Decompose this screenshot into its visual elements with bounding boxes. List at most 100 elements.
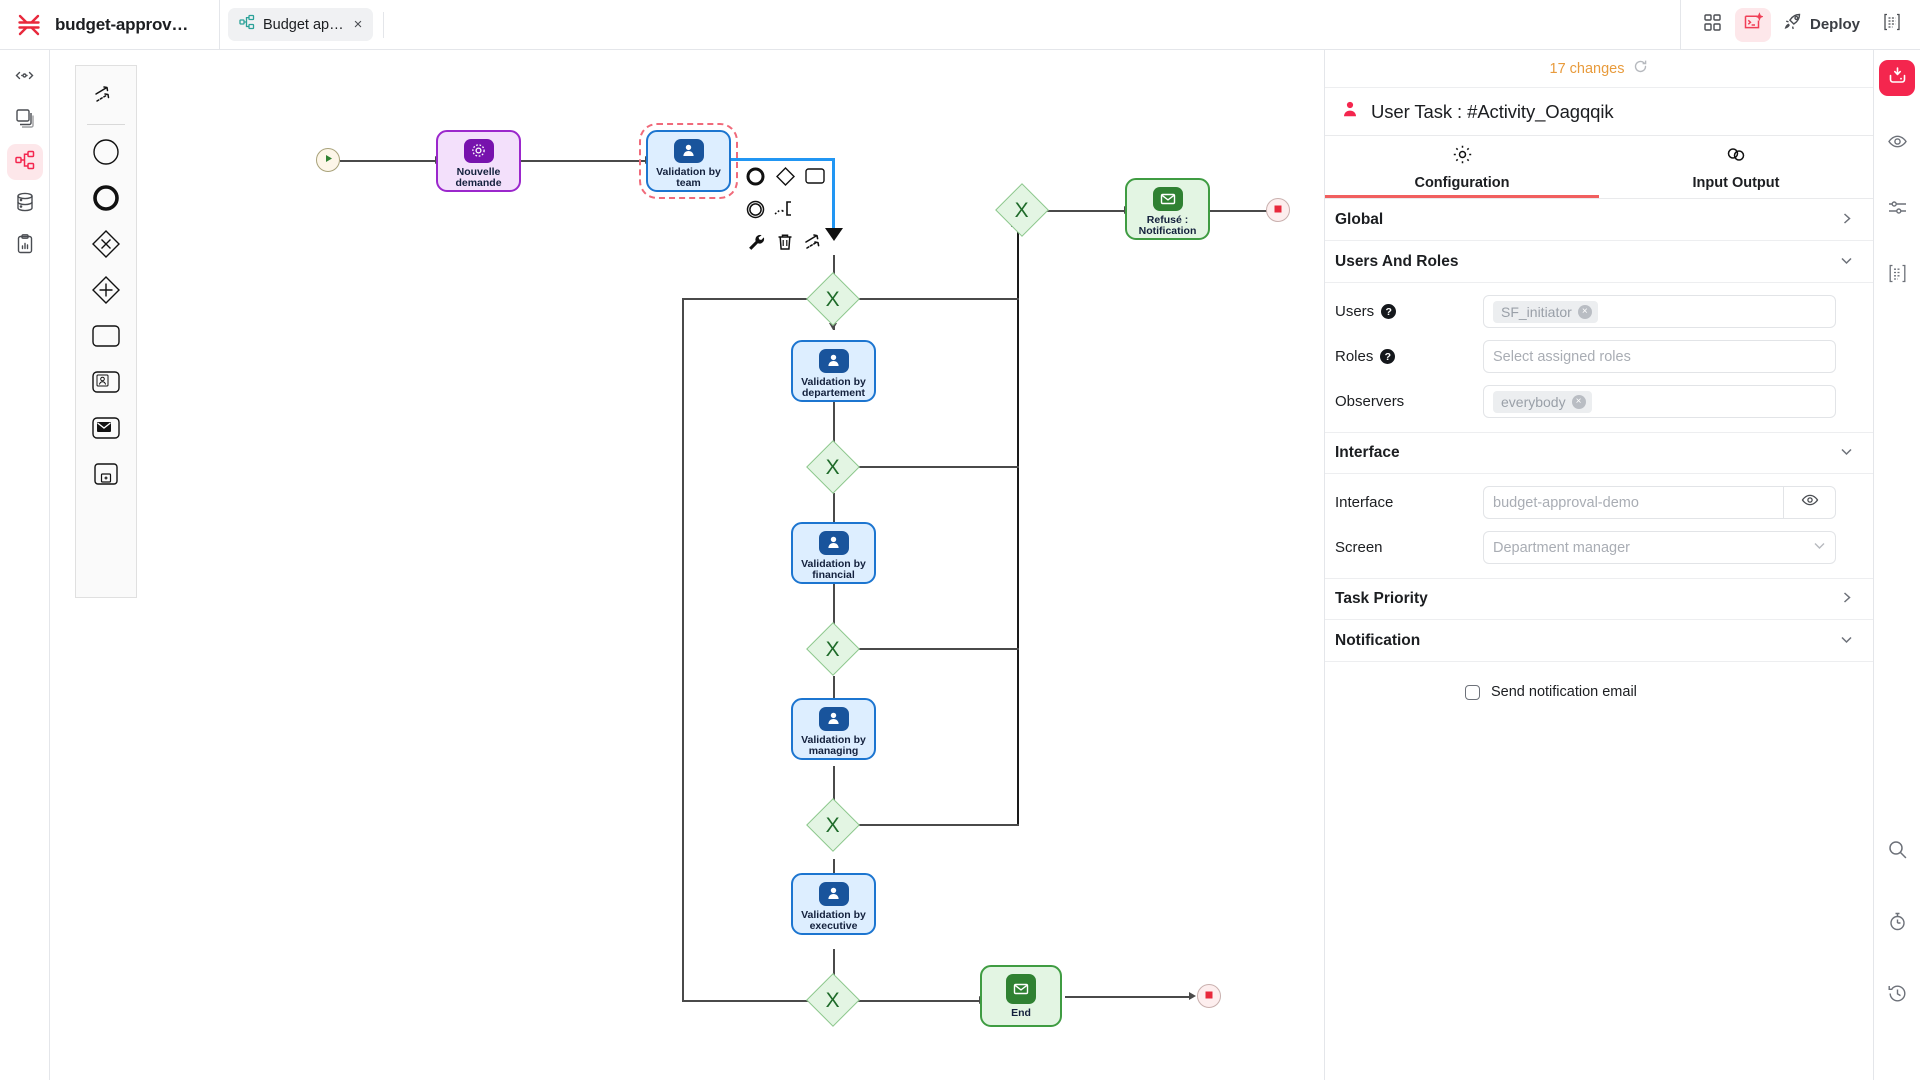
rail-save-button[interactable]	[1879, 60, 1915, 96]
connect-preview-arrow	[825, 228, 843, 241]
tab-configuration[interactable]: Configuration	[1325, 136, 1599, 198]
right-rail-bottom	[1879, 834, 1915, 1050]
apps-grid-button[interactable]	[1695, 8, 1731, 42]
section-notification[interactable]: Notification	[1325, 620, 1873, 662]
task-label: Refusé : Notification	[1138, 213, 1197, 238]
ctx-delete[interactable]	[770, 228, 800, 261]
screen-value: Department manager	[1493, 539, 1631, 556]
chip-sf-initiator: SF_initiator ×	[1493, 300, 1598, 323]
sidebar-item-process[interactable]	[6, 144, 43, 180]
interface-input[interactable]: budget-approval-demo	[1483, 486, 1784, 519]
tab-input-output[interactable]: Input Output	[1599, 136, 1873, 198]
task-validation-by-managing[interactable]: Validation by managing	[791, 698, 876, 760]
task-end[interactable]: End	[980, 965, 1062, 1027]
rail-timer-button[interactable]	[1879, 906, 1915, 942]
left-icon-rail	[0, 50, 50, 1080]
field-label: Screen	[1335, 539, 1383, 556]
section-global[interactable]: Global	[1325, 199, 1873, 241]
bpmn-canvas[interactable]: Nouvelle demande Validation by team	[50, 50, 1324, 1080]
ctx-append-task[interactable]	[800, 162, 830, 195]
rail-search-button[interactable]	[1879, 834, 1915, 870]
sliders-icon	[1887, 197, 1908, 223]
gateway-2[interactable]: X	[806, 622, 860, 676]
gateway-label: X	[825, 813, 841, 837]
palette-parallel-gateway[interactable]	[83, 269, 129, 315]
trash-icon	[775, 232, 795, 257]
circle-thick-icon	[745, 166, 766, 192]
task-validation-by-executive[interactable]: Validation by executive	[791, 873, 876, 935]
rail-settings-button[interactable]	[1879, 192, 1915, 228]
rail-preview-button[interactable]	[1879, 126, 1915, 162]
end-event-final[interactable]	[1197, 984, 1221, 1008]
user-task-icon	[91, 370, 121, 399]
observers-input[interactable]: everybody ×	[1483, 385, 1836, 418]
sidebar-item-layers[interactable]	[7, 102, 43, 138]
help-icon[interactable]: ?	[1380, 349, 1396, 364]
preview-interface-button[interactable]	[1784, 486, 1836, 519]
sidebar-item-reports[interactable]	[7, 228, 43, 264]
task-refuse-notification[interactable]: Refusé : Notification	[1125, 178, 1210, 240]
ctx-append-text-annotation[interactable]	[770, 195, 800, 228]
gateway-3[interactable]: X	[806, 798, 860, 852]
script-editor-button[interactable]	[1734, 7, 1771, 42]
chip-remove-icon[interactable]: ×	[1577, 304, 1592, 319]
close-icon[interactable]: ×	[353, 16, 363, 33]
gateway-4[interactable]: X	[806, 973, 860, 1027]
diamond-x-icon	[90, 228, 122, 265]
palette-end-event[interactable]	[83, 177, 129, 223]
palette-user-task[interactable]	[83, 361, 129, 407]
task-nouvelle-demande[interactable]: Nouvelle demande	[436, 130, 521, 192]
reject-branch-line	[850, 648, 1019, 650]
top-bar-actions: Deploy	[1679, 0, 1920, 50]
roles-input[interactable]: Select assigned roles	[1483, 340, 1836, 373]
screen-select[interactable]: Department manager	[1483, 531, 1836, 564]
gateway-refuse[interactable]: X	[995, 183, 1049, 237]
stop-icon	[1204, 987, 1214, 1005]
palette-start-event[interactable]	[83, 131, 129, 177]
gateway-top[interactable]: X	[806, 272, 860, 326]
sidebar-item-data[interactable]	[7, 186, 43, 222]
ctx-connect[interactable]	[800, 228, 830, 261]
rail-document-button[interactable]	[1879, 258, 1915, 294]
gateway-1[interactable]: X	[806, 440, 860, 494]
link-chain-icon	[1726, 144, 1747, 170]
sidebar-item-connectors[interactable]	[7, 60, 43, 96]
section-interface[interactable]: Interface	[1325, 432, 1873, 474]
documentation-button[interactable]	[1874, 8, 1910, 42]
section-task-priority[interactable]: Task Priority	[1325, 578, 1873, 620]
end-event-refuse[interactable]	[1266, 198, 1290, 222]
help-icon[interactable]: ?	[1381, 304, 1397, 319]
palette-task[interactable]	[83, 315, 129, 361]
changes-bar: 17 changes	[1325, 50, 1873, 88]
rail-history-button[interactable]	[1879, 978, 1915, 1014]
chip-remove-icon[interactable]: ×	[1571, 394, 1586, 409]
arrows-horizontal-icon	[14, 65, 35, 91]
task-validation-by-team[interactable]: Validation by team	[639, 123, 738, 199]
send-notification-checkbox[interactable]	[1465, 684, 1480, 700]
circle-thin-icon	[91, 137, 121, 172]
reject-branch-line	[850, 466, 1019, 468]
deploy-button[interactable]: Deploy	[1775, 8, 1870, 42]
palette-exclusive-gateway[interactable]	[83, 223, 129, 269]
label-text: Users	[1335, 303, 1375, 320]
users-input[interactable]: SF_initiator ×	[1483, 295, 1836, 328]
task-validation-by-financial[interactable]: Validation by financial	[791, 522, 876, 584]
tab-budget-approval[interactable]: Budget ap… ×	[228, 8, 374, 41]
user-icon	[818, 531, 849, 555]
ctx-append-intermediate-event[interactable]	[740, 195, 770, 228]
palette-send-task[interactable]	[83, 407, 129, 453]
field-interface: Interface budget-approval-demo	[1325, 480, 1873, 525]
section-users-and-roles[interactable]: Users And Roles	[1325, 241, 1873, 283]
start-event[interactable]	[316, 148, 340, 172]
task-validation-by-departement[interactable]: Validation by departement	[791, 340, 876, 402]
section-title: Task Priority	[1335, 590, 1428, 607]
refresh-icon[interactable]	[1633, 59, 1648, 79]
loopback-line	[682, 298, 833, 300]
palette-lasso-tool[interactable]	[83, 75, 129, 121]
user-icon	[818, 349, 849, 373]
ctx-change-type[interactable]	[740, 228, 770, 261]
script-sparkle-icon	[1743, 12, 1764, 37]
ctx-append-end-event[interactable]	[740, 162, 770, 195]
palette-subprocess[interactable]	[83, 453, 129, 499]
ctx-append-gateway[interactable]	[770, 162, 800, 195]
